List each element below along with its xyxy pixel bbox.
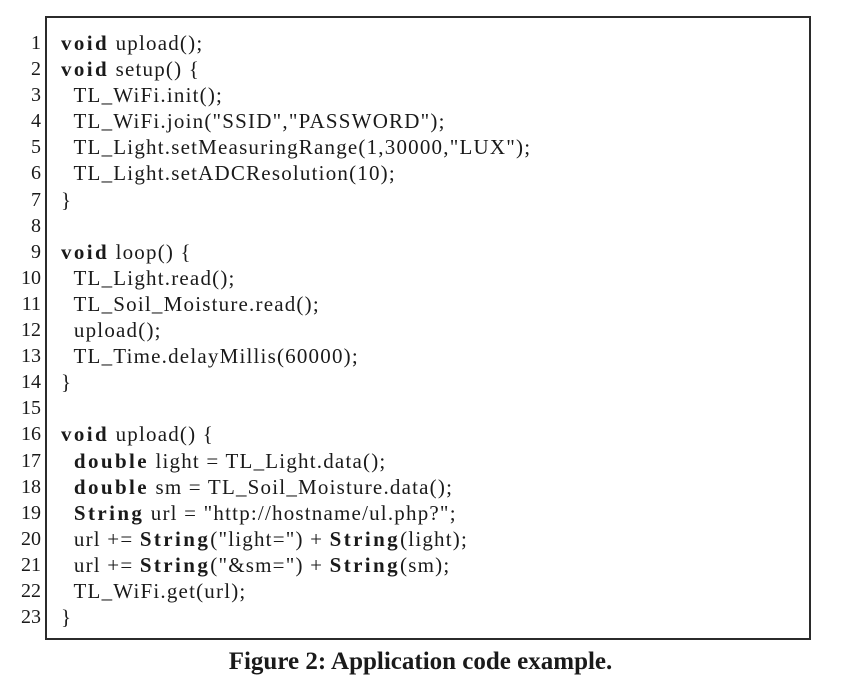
line-number: 4 (31, 110, 41, 133)
code-line: void loop() { (61, 239, 799, 265)
code-text: url += (61, 552, 140, 577)
line-number: 6 (31, 162, 41, 185)
line-number: 8 (31, 214, 41, 237)
code-line: double sm = TL_Soil_Moisture.data(); (61, 474, 799, 500)
line-number: 16 (21, 423, 41, 446)
code-line: double light = TL_Light.data(); (61, 448, 799, 474)
code-line: String url = "http://hostname/ul.php?"; (61, 500, 799, 526)
code-line: TL_WiFi.get(url); (61, 578, 799, 604)
code-keyword: void (61, 31, 110, 55)
code-text: TL_WiFi.join("SSID","PASSWORD"); (61, 109, 446, 134)
line-number: 13 (21, 345, 41, 368)
code-text: } (61, 370, 73, 395)
code-text: ("&sm=") + (210, 552, 330, 577)
code-text: upload(); (109, 31, 204, 55)
line-number: 15 (21, 397, 41, 420)
code-text: url += (61, 526, 140, 551)
code-text: } (61, 605, 73, 630)
code-text: light = TL_Light.data(); (149, 448, 387, 473)
code-text: TL_Time.delayMillis(60000); (61, 344, 359, 369)
line-number: 22 (21, 579, 41, 602)
line-number: 21 (21, 553, 41, 576)
line-number: 23 (21, 606, 41, 629)
figure-caption: Figure 2: Application code example. (228, 648, 613, 675)
code-line: void setup() { (61, 56, 799, 82)
line-number: 18 (21, 475, 41, 498)
code-text (61, 501, 74, 525)
line-number: 1 (31, 32, 41, 54)
line-number: 14 (21, 371, 41, 394)
code-keyword: double (73, 474, 149, 499)
code-line: TL_Light.setMeasuringRange(1,30000,"LUX"… (61, 134, 799, 160)
code-keyword: void (61, 239, 110, 264)
line-number: 9 (31, 240, 41, 263)
code-text: TL_WiFi.get(url); (61, 578, 247, 603)
line-number: 11 (21, 292, 41, 315)
code-keyword: String (329, 552, 401, 577)
code-keyword: String (73, 500, 145, 525)
code-listing-frame: void upload();void setup() { TL_WiFi.ini… (45, 16, 811, 640)
line-number: 17 (21, 449, 41, 472)
code-keyword: void (61, 57, 110, 82)
code-text: TL_Light.setADCResolution(10); (61, 161, 396, 186)
code-keyword: String (329, 526, 401, 551)
code-line: ​ (61, 213, 799, 239)
line-number: 5 (31, 136, 41, 159)
code-line: TL_Soil_Moisture.read(); (61, 291, 799, 317)
code-line: TL_Time.delayMillis(60000); (61, 343, 799, 369)
code-line: TL_WiFi.init(); (61, 82, 799, 108)
code-line: upload(); (61, 317, 799, 343)
code-keyword: double (73, 448, 149, 473)
code-text: } (61, 187, 73, 212)
line-number: 7 (31, 188, 41, 211)
code-line: } (61, 604, 799, 630)
code-line: url += String("light=") + String(light); (61, 526, 799, 552)
code-line: ​ (61, 395, 799, 421)
code-line: } (61, 369, 799, 395)
code-text: (sm); (400, 552, 451, 577)
code-text: TL_Light.read(); (61, 265, 236, 290)
line-number: 2 (31, 58, 41, 81)
code-text: sm = TL_Soil_Moisture.data(); (149, 474, 454, 499)
code-line: url += String("&sm=") + String(sm); (61, 552, 799, 578)
code-text: TL_Soil_Moisture.read(); (61, 291, 320, 316)
code-keyword: String (139, 552, 211, 577)
line-number: 3 (31, 84, 41, 107)
code-text: TL_Light.setMeasuringRange(1,30000,"LUX"… (61, 135, 532, 160)
code-text (61, 449, 74, 473)
code-line: } (61, 187, 799, 213)
line-number: 20 (21, 527, 41, 550)
code-text: TL_WiFi.init(); (61, 83, 224, 108)
code-line: TL_Light.setADCResolution(10); (61, 160, 799, 186)
code-text: upload() { (109, 422, 215, 447)
code-text: upload(); (61, 318, 162, 343)
code-text: loop() { (109, 239, 192, 264)
line-number: 10 (21, 266, 41, 289)
code-listing: void upload();void setup() { TL_WiFi.ini… (61, 30, 799, 630)
code-text: ("light=") + (210, 526, 330, 551)
code-text: (light); (400, 526, 469, 551)
line-number: 12 (21, 319, 41, 342)
code-line: TL_WiFi.join("SSID","PASSWORD"); (61, 108, 799, 134)
code-line: void upload() { (61, 421, 799, 447)
code-line: void upload(); (61, 30, 799, 56)
line-number: 19 (21, 501, 41, 524)
code-line: TL_Light.read(); (61, 265, 799, 291)
code-keyword: void (61, 422, 110, 447)
code-text: url = "http://hostname/ul.php?"; (144, 500, 457, 525)
code-text (61, 475, 74, 499)
code-text: setup() { (109, 57, 201, 82)
code-keyword: String (139, 526, 211, 551)
